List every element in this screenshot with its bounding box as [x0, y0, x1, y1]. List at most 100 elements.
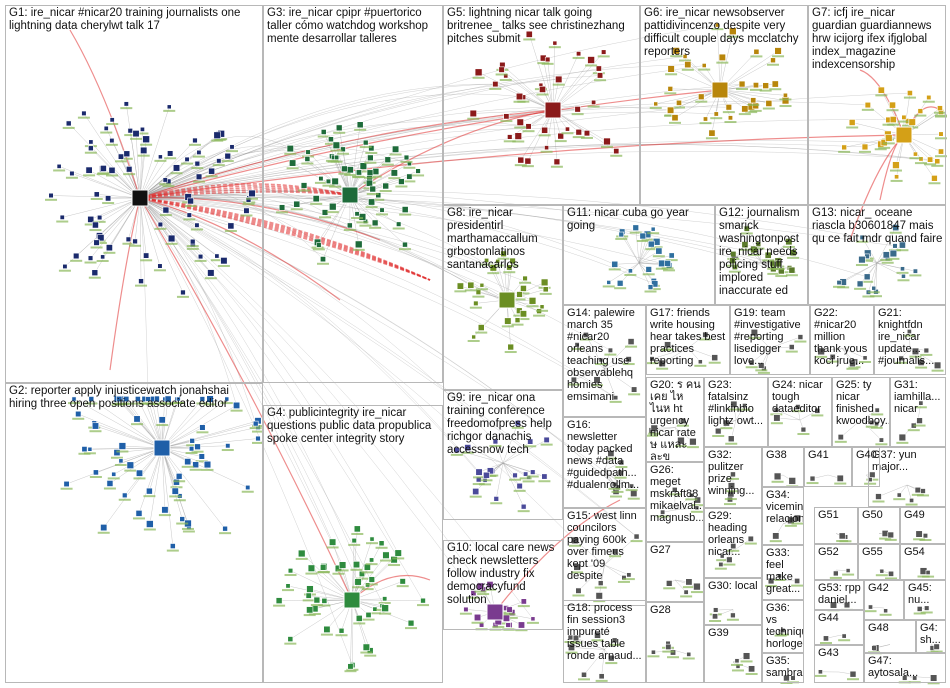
group-panel-g51[interactable]: G51	[814, 507, 858, 544]
node	[379, 207, 385, 213]
node-caption	[219, 532, 232, 535]
group-panel-g4[interactable]: G4: publicintegrity ire_nicar questions …	[263, 405, 443, 683]
group-panel-g42[interactable]: G42	[864, 580, 904, 620]
group-panel-g3[interactable]: G3: ire_nicar cpipr #puertorico taller c…	[263, 5, 443, 383]
node-caption	[627, 497, 640, 500]
group-panel-g30[interactable]: G30: local	[704, 578, 762, 625]
node-caption	[648, 432, 661, 435]
node	[922, 533, 929, 539]
group-panel-g44[interactable]: G44	[814, 610, 864, 645]
group-panel-g34[interactable]: G34: viceminis... relacion...	[762, 487, 804, 545]
node	[836, 474, 844, 482]
node-caption	[363, 176, 376, 179]
group-panel-g47[interactable]: G47: aytosala...	[864, 653, 946, 683]
group-panel-g39[interactable]: G39	[704, 625, 762, 683]
group-panel-g43[interactable]: G43	[814, 645, 864, 683]
group-panel-g11[interactable]: G11: nicar cuba go year going	[563, 205, 715, 305]
group-panel-g35[interactable]: G35: sambran...	[762, 653, 804, 683]
group-panel-g16[interactable]: G16: newsletter today packed news #data …	[563, 417, 646, 508]
node	[162, 177, 168, 183]
group-panel-g33[interactable]: G33: feel make great...	[762, 545, 804, 600]
node-caption	[480, 479, 493, 482]
edge	[502, 441, 531, 464]
node	[528, 297, 537, 305]
group-panel-g29[interactable]: G29: heading orleans nicar...	[704, 508, 762, 578]
node	[320, 564, 327, 571]
node	[125, 166, 133, 173]
group-panel-g45[interactable]: G45: nu...	[904, 580, 946, 620]
node	[773, 472, 782, 481]
node-caption	[695, 100, 708, 103]
group-panel-g36[interactable]: G36: vs technique horloge...	[762, 600, 804, 653]
group-panel-g28[interactable]: G28	[646, 602, 704, 683]
node-caption	[343, 228, 356, 231]
node	[598, 357, 604, 363]
node	[713, 111, 719, 117]
node	[540, 278, 549, 287]
group-panel-g32[interactable]: G32: pulitzer prize winning...	[704, 447, 762, 508]
group-panel-g41[interactable]: G41	[804, 447, 852, 487]
node	[647, 240, 655, 248]
node	[157, 221, 164, 228]
node	[71, 396, 77, 402]
node	[863, 273, 871, 281]
group-panel-g31[interactable]: G31: iamhilla... nicar	[890, 377, 946, 447]
group-panel-g8[interactable]: G8: ire_nicar presidentirl marthamaccall…	[443, 205, 563, 390]
group-panel-g25[interactable]: G25: ty nicar finished kwoodboy...	[832, 377, 890, 447]
group-panel-g24[interactable]: G24: nicar tough dataeditor	[768, 377, 832, 447]
group-panel-g6[interactable]: G6: ire_nicar newsobserver pattidivincen…	[640, 5, 808, 205]
group-panel-g52[interactable]: G52	[814, 544, 858, 580]
node-caption	[608, 268, 621, 271]
group-panel-g9[interactable]: G9: ire_nicar ona training conference fr…	[443, 390, 563, 520]
group-panel-g14[interactable]: G14: palewire march 35 #nicar20 orleans …	[563, 305, 646, 417]
node-caption	[913, 612, 926, 615]
node	[113, 449, 121, 457]
group-panel-g15[interactable]: G15: west linn councilors paying 600k ov…	[563, 508, 646, 606]
node-caption	[308, 612, 321, 615]
node	[601, 49, 607, 55]
group-panel-g38[interactable]: G38	[762, 447, 804, 487]
node	[358, 213, 367, 221]
group-panel-g46[interactable]: G4: sh...	[916, 620, 946, 653]
node	[88, 139, 94, 145]
node-caption	[791, 410, 804, 413]
group-panel-g40[interactable]: G40	[852, 447, 880, 487]
node	[97, 234, 105, 242]
group-panel-g49[interactable]: G49	[900, 507, 946, 544]
node-caption	[190, 228, 203, 231]
group-panel-g20[interactable]: G20: ร คนเคย ไห ไนห ht urgency nicar rat…	[646, 377, 704, 462]
group-panel-g22[interactable]: G22: #nicar20 million thank yous koci jr…	[810, 305, 874, 375]
group-panel-g54[interactable]: G54	[900, 544, 946, 580]
group-panel-g48[interactable]: G48	[864, 620, 916, 653]
group-panel-g19[interactable]: G19: team #investigative #reporting lise…	[730, 305, 810, 375]
group-panel-g21[interactable]: G21: knightfdn ire_nicar update... #jour…	[874, 305, 946, 375]
node-caption	[276, 211, 289, 214]
node-caption	[170, 172, 183, 175]
group-panel-g1[interactable]: G1: ire_nicar #nicar20 training journali…	[5, 5, 263, 383]
group-panel-g55[interactable]: G55	[858, 544, 900, 580]
node	[175, 473, 183, 480]
group-panel-g50[interactable]: G50	[858, 507, 900, 544]
node	[607, 347, 614, 353]
node	[541, 126, 548, 134]
group-panel-g2[interactable]: G2: reporter apply injusticewatch jonahs…	[5, 383, 263, 683]
group-panel-g10[interactable]: G10: local care news check newsletters f…	[443, 540, 563, 630]
group-panel-g17[interactable]: G17: friends write housing hear takes be…	[646, 305, 730, 375]
group-panel-g27[interactable]: G27	[646, 542, 704, 602]
group-panel-g26[interactable]: G26: meget mskraft88 mikaelval... magnus…	[646, 462, 704, 542]
node	[306, 606, 314, 614]
node-caption	[661, 348, 674, 351]
cross-edge	[139, 197, 343, 566]
group-panel-g53[interactable]: G53: rpp daniel...	[814, 580, 864, 610]
node-caption	[165, 242, 178, 245]
group-panel-g23[interactable]: G23: fatalsinz #linkinbio lightz owt...	[704, 377, 768, 447]
group-panel-g18[interactable]: G18: process fin session3 impureté issue…	[563, 600, 646, 683]
node	[655, 247, 663, 255]
group-panel-g37[interactable]: G37: yun major...	[868, 447, 946, 507]
group-panel-g12[interactable]: G12: journalism smarick washingtonpost i…	[715, 205, 808, 305]
group-panel-g5[interactable]: G5: lightning nicar talk going britrenee…	[443, 5, 640, 205]
group-panel-g7[interactable]: G7: icfj ire_nicar guardian guardiannews…	[808, 5, 946, 205]
node	[203, 460, 212, 469]
group-panel-g13[interactable]: G13: nicar_ oceane riascla b30601847 mai…	[808, 205, 946, 305]
node-caption	[767, 63, 780, 66]
